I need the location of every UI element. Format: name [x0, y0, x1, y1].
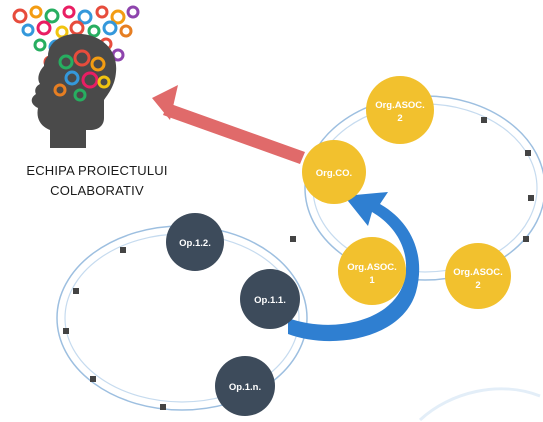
- node-label: Op.1.1.: [254, 295, 286, 306]
- ring-marker: [63, 328, 69, 334]
- node-op-1-n: Op.1.n.: [215, 356, 275, 416]
- head-with-gears-icon: [12, 5, 140, 148]
- ring-marker: [525, 150, 531, 156]
- caption-line-1: ECHIPA PROIECTULUI: [26, 163, 168, 178]
- ring-marker: [290, 236, 296, 242]
- node-org-asoc-1: Org.ASOC. 1: [338, 237, 406, 305]
- node-op-1-1: Op.1.1.: [240, 269, 300, 329]
- node-label: 1: [369, 275, 375, 286]
- red-arrow-icon: [152, 85, 305, 164]
- node-label: Org.ASOC.: [347, 262, 397, 273]
- ring-marker: [481, 117, 487, 123]
- node-org-co: Org.CO.: [302, 140, 366, 204]
- node-org-asoc-2-right: Org.ASOC. 2: [445, 243, 511, 309]
- node-label: 2: [397, 113, 402, 124]
- ring-marker: [120, 247, 126, 253]
- node-label: Op.1.2.: [179, 238, 211, 249]
- ring-marker: [160, 404, 166, 410]
- ring-marker: [90, 376, 96, 382]
- ring-marker: [528, 195, 534, 201]
- node-label: Op.1.n.: [229, 382, 261, 393]
- caption-line-2: COLABORATIV: [50, 183, 144, 198]
- node-label: Org.ASOC.: [375, 100, 425, 111]
- node-op-1-2: Op.1.2.: [166, 213, 224, 271]
- node-org-asoc-2-top: Org.ASOC. 2: [366, 76, 434, 144]
- blue-arrow-icon: [288, 192, 420, 342]
- ring-marker: [73, 288, 79, 294]
- node-label: 2: [475, 280, 480, 291]
- ring-marker: [523, 236, 529, 242]
- node-label: Org.ASOC.: [453, 267, 503, 278]
- node-label: Org.CO.: [316, 168, 352, 179]
